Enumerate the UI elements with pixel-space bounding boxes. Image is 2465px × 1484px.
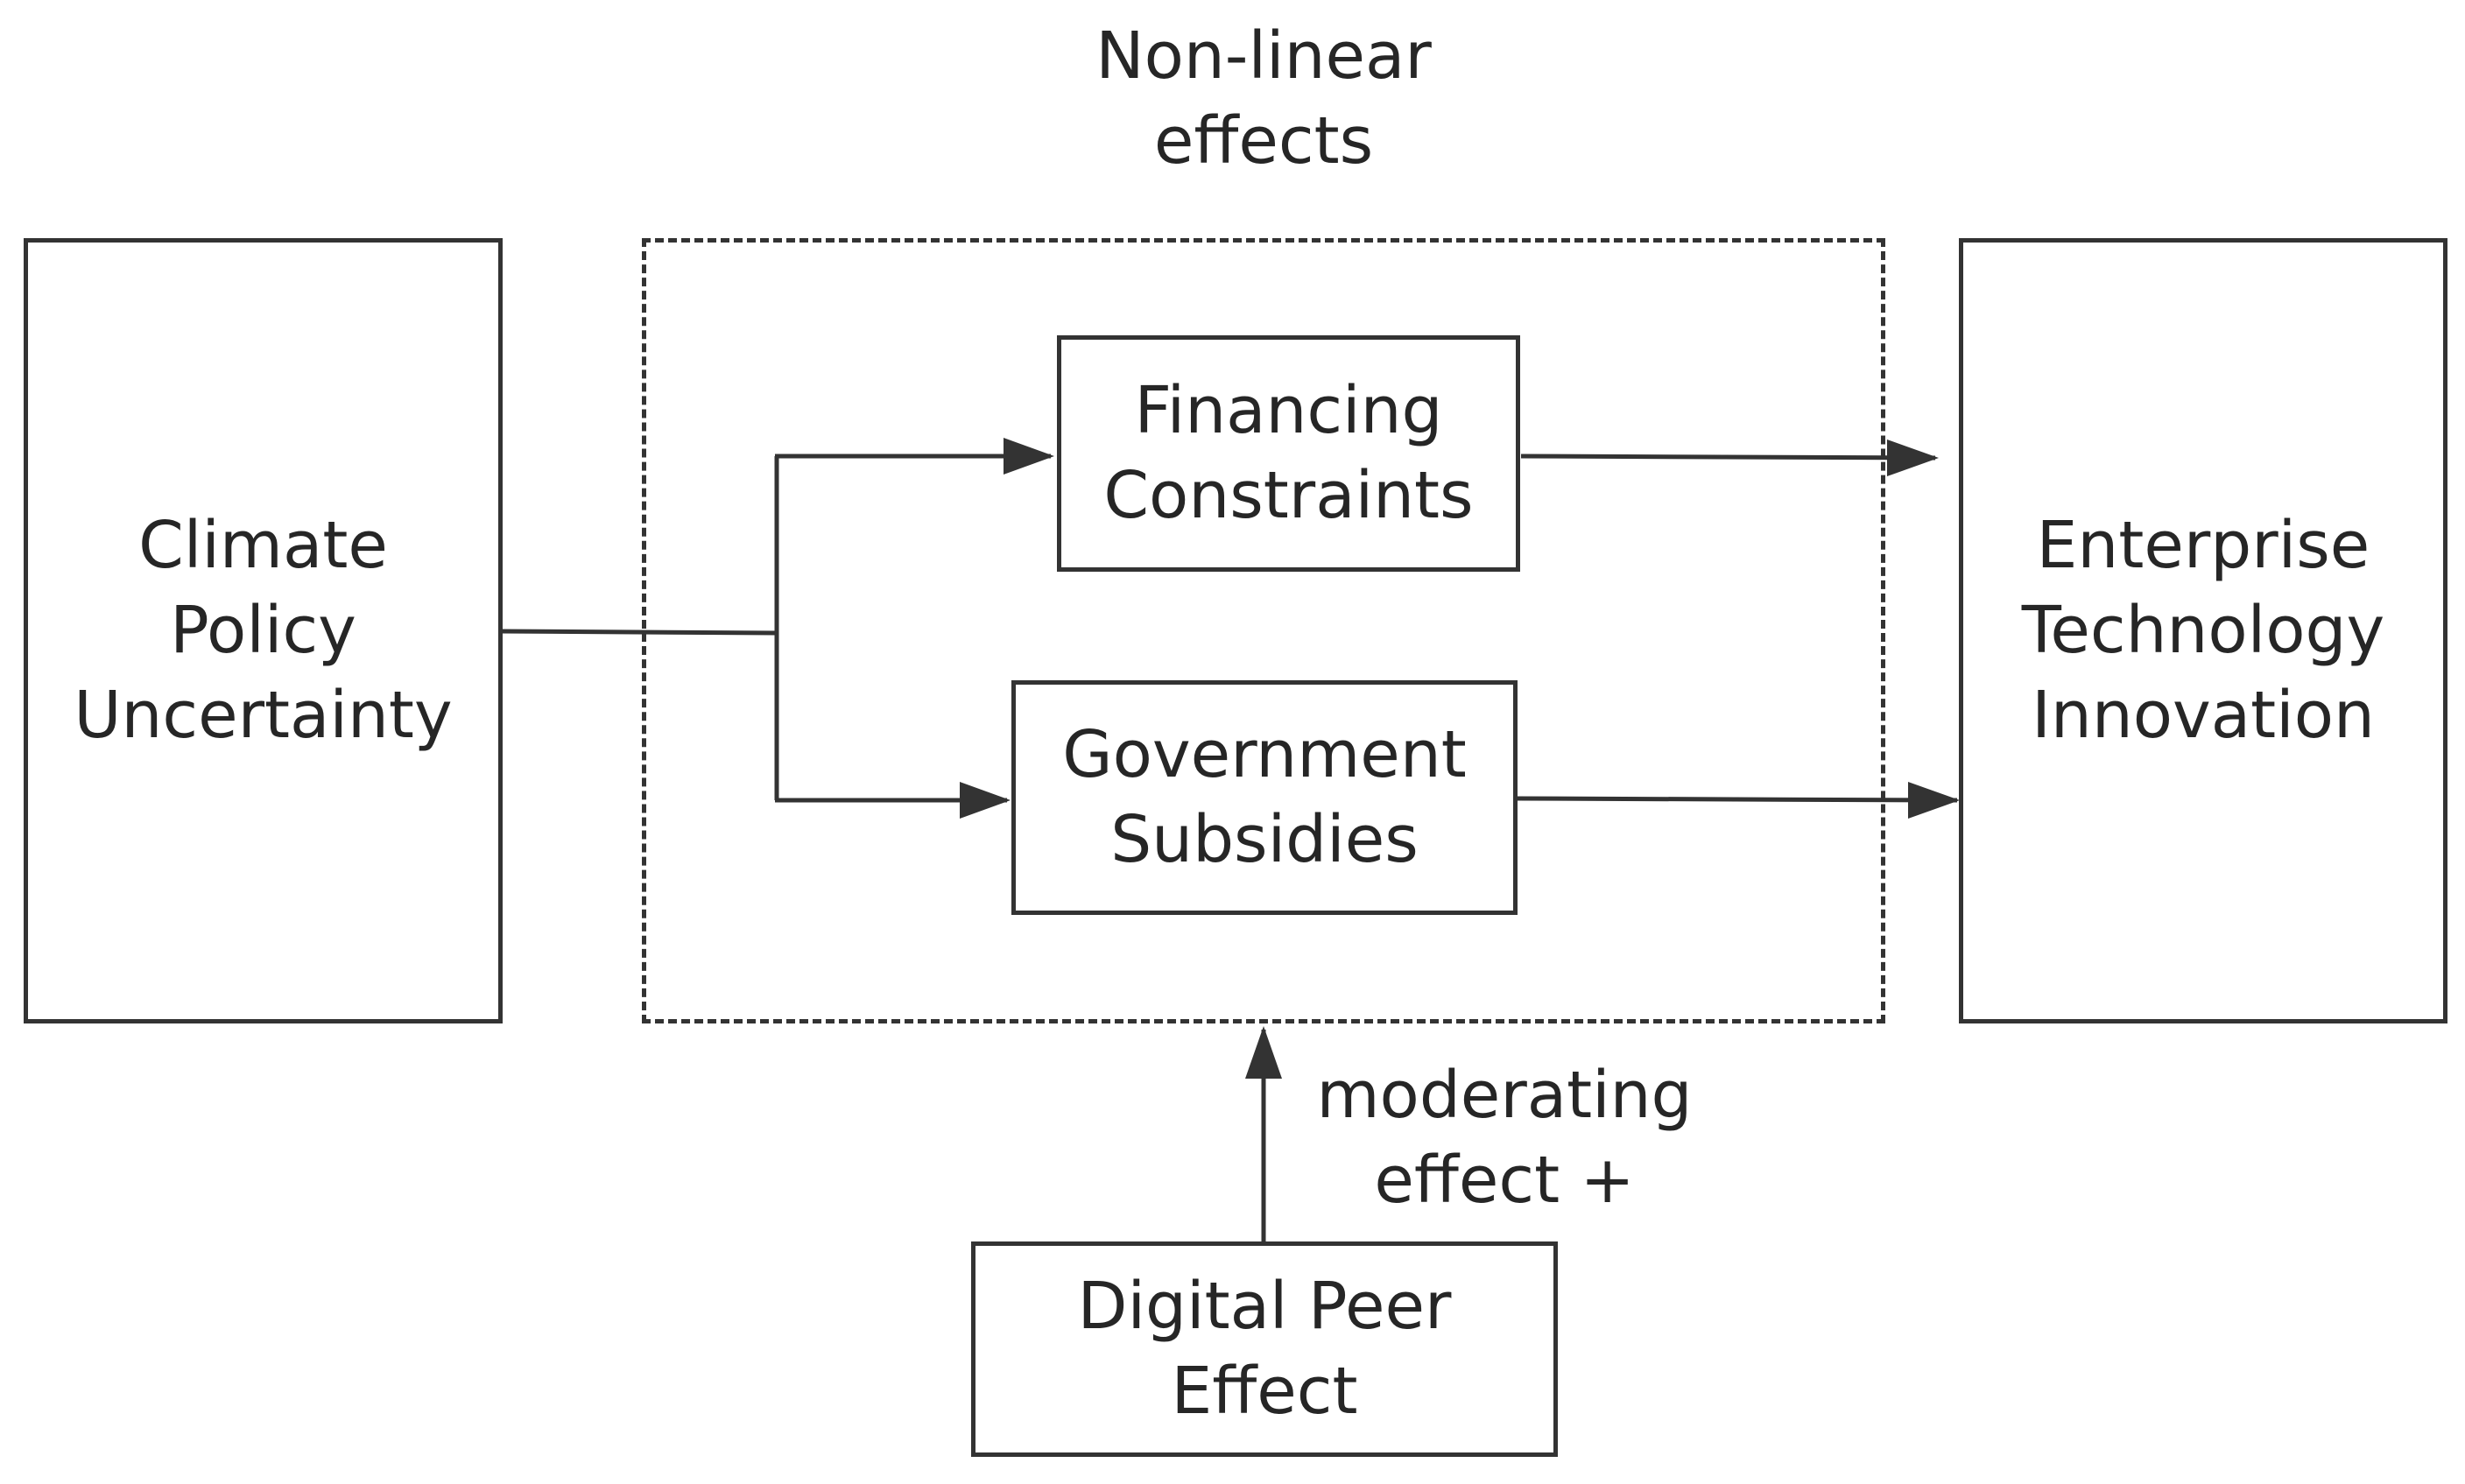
digital-peer-node: Digital Peer Effect [971, 1241, 1558, 1457]
edge-financing-to-enterprise [1520, 454, 1936, 461]
edge-climate-trunk [499, 629, 778, 636]
arrowhead-enterprise-top [1887, 440, 1939, 476]
arrowhead-subsidies [960, 782, 1011, 819]
climate-policy-node: Climate Policy Uncertainty [24, 238, 503, 1023]
financing-node: Financing Constraints [1057, 335, 1520, 572]
subsidies-node: Government Subsidies [1011, 680, 1518, 915]
moderating-label: moderating effect + [1316, 1058, 1693, 1218]
mediating-group [642, 238, 1885, 1023]
arrowhead-moderating [1245, 1026, 1282, 1079]
enterprise-node: Enterprise Technology Innovation [1959, 238, 2447, 1023]
arrowhead-enterprise-bottom [1908, 782, 1960, 819]
nonlinear-label: Non-linear effects [1095, 18, 1432, 179]
arrowhead-financing [1004, 438, 1054, 475]
